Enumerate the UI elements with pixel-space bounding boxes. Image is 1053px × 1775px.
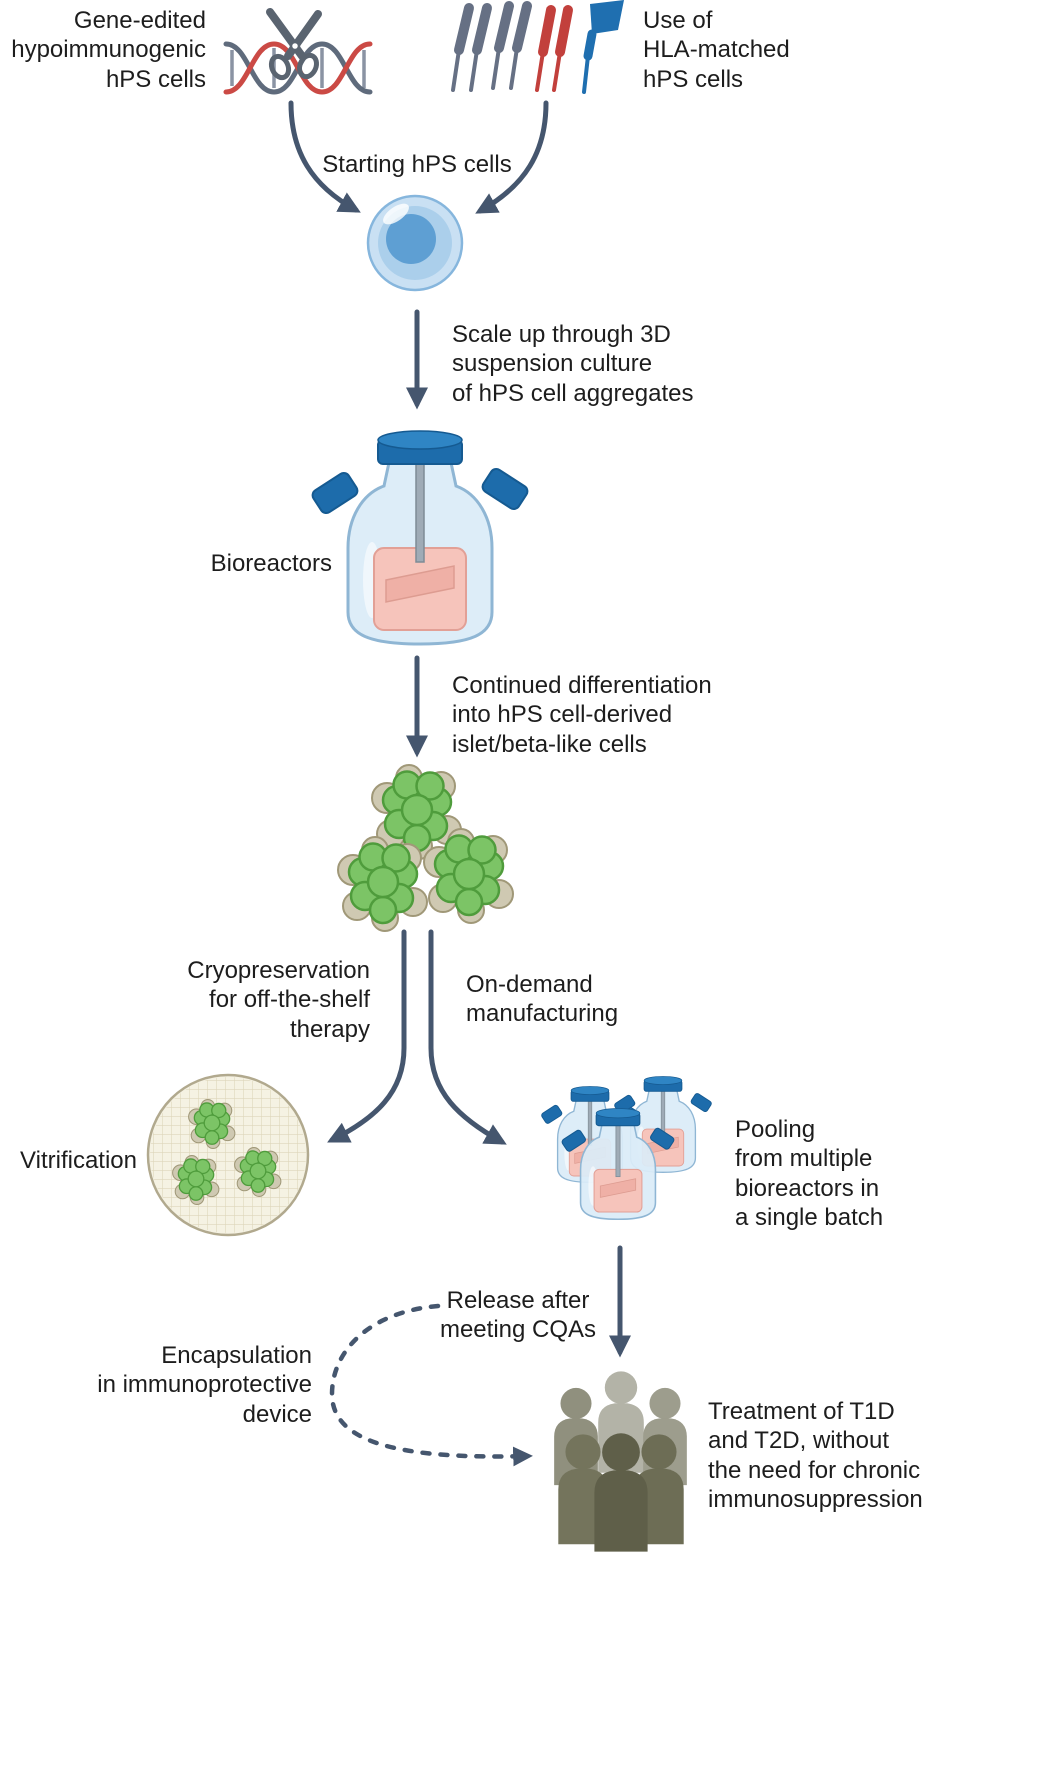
arrow-branch-on-demand <box>428 929 507 1145</box>
hla-molecule-blue <box>582 0 624 94</box>
label-treatment: Treatment of T1D and T2D, without the ne… <box>708 1398 923 1513</box>
islet-clusters-icon <box>336 763 515 933</box>
label-bioreactors: Bioreactors <box>210 550 332 577</box>
pooled-bioreactors-icon <box>539 1075 714 1221</box>
label-encapsulation: Encapsulation in immunoprotective device <box>97 1342 312 1428</box>
arrow-encapsulation-dashed <box>329 1303 533 1467</box>
label-hla-matched: Use of HLA-matched hPS cells <box>643 7 790 93</box>
hla-molecule-gray-2 <box>491 1 532 90</box>
label-on-demand: On-demand manufacturing <box>466 971 619 1028</box>
bioreactor-icon <box>308 429 532 646</box>
starting-cell-icon <box>366 194 464 292</box>
hla-molecule-red <box>535 5 573 92</box>
label-gene-edited: Gene-edited hypoimmunogenic hPS cells <box>11 7 206 93</box>
hla-molecules-icon <box>451 0 624 94</box>
label-cryopreservation: Cryopreservation for off-the-shelf thera… <box>187 957 370 1043</box>
hla-molecule-gray-1 <box>451 3 492 92</box>
scissors-icon <box>266 8 322 81</box>
label-vitrification: Vitrification <box>20 1147 137 1174</box>
dna-scissors-icon <box>223 8 373 95</box>
label-scale-up: Scale up through 3D suspension culture o… <box>452 321 694 407</box>
label-release: Release after meeting CQAs <box>439 1287 597 1344</box>
label-differentiation: Continued differentiation into hPS cell-… <box>452 672 712 758</box>
vitrification-dish-icon <box>146 1073 310 1237</box>
arrow-converge-right <box>475 100 549 214</box>
arrow-converge-left <box>288 100 361 213</box>
arrow-branch-cryopreservation <box>327 929 407 1143</box>
label-pooling: Pooling from multiple bioreactors in a s… <box>735 1116 884 1231</box>
label-starting-cells: Starting hPS cells <box>322 151 512 178</box>
flow-arrows <box>288 100 632 1467</box>
patient-group-icon <box>554 1371 687 1552</box>
